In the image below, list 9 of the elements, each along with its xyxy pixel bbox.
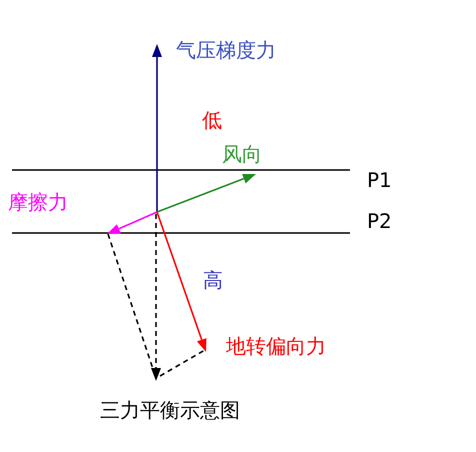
isobar-label: P2: [367, 209, 392, 233]
force-label: 摩擦力: [8, 190, 68, 214]
pressure-label: 高: [203, 268, 223, 292]
isobar-label: P1: [367, 168, 392, 192]
wind-label: 风向: [222, 142, 262, 166]
force-label: 地转偏向力: [226, 334, 326, 358]
pressure-label: 低: [202, 108, 222, 132]
force-label: 气压梯度力: [176, 38, 276, 62]
caption: 三力平衡示意图: [100, 398, 240, 422]
